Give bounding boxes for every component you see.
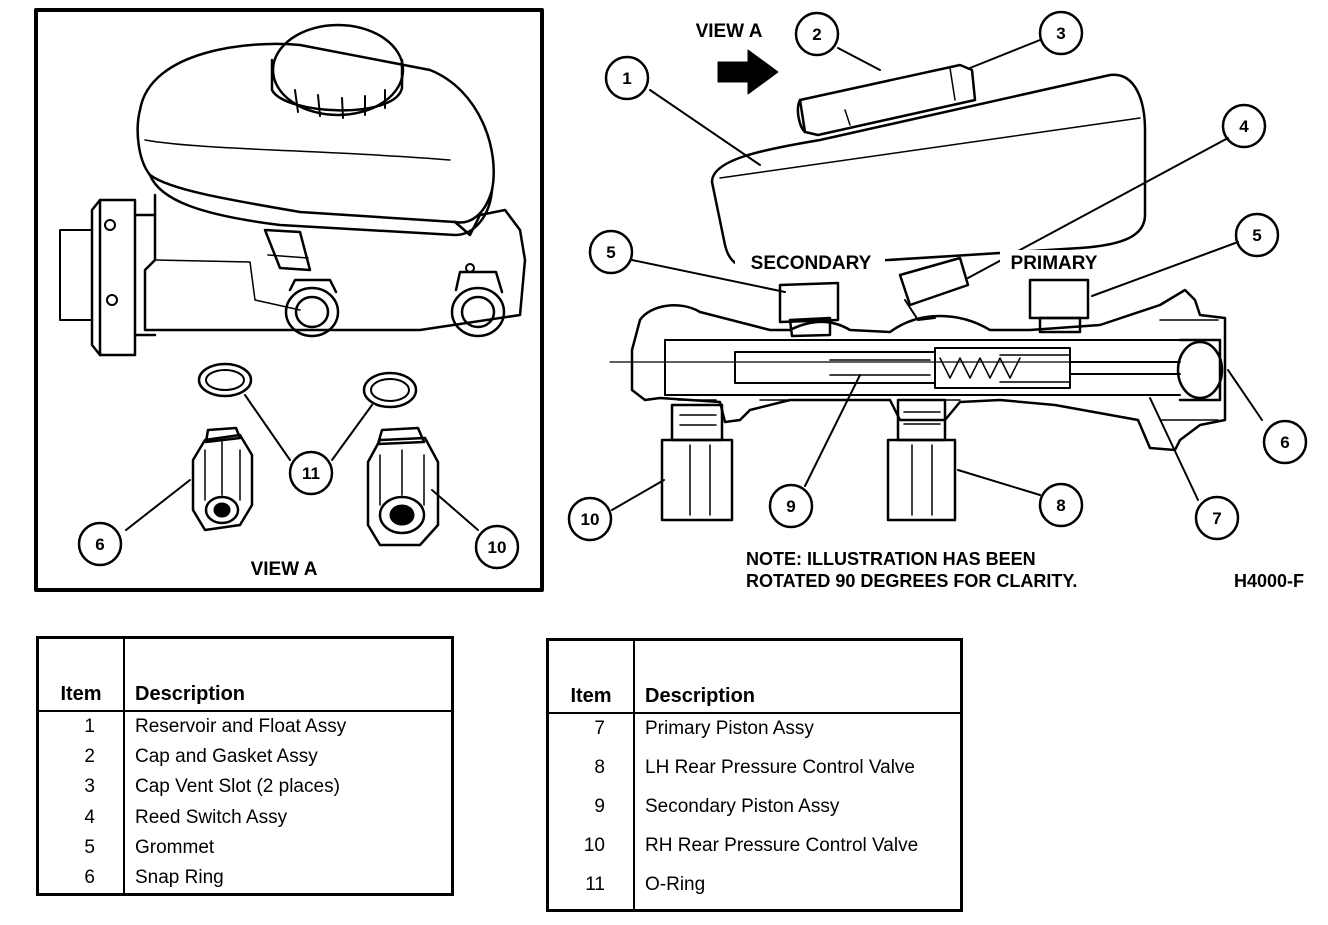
legend-row: 6 Snap Ring [39,862,451,893]
callout-6-view-a [77,521,123,567]
lh-rear-pressure-control-valve [886,398,957,522]
sectioned-reservoir [710,63,1147,270]
callout-10-number: 10 [581,510,600,529]
callout-2 [794,11,840,57]
callout-8 [1038,482,1084,528]
view-a-fitting-right [366,426,440,547]
legend-table-right: Item Description 7 Primary Piston Assy 8 LH… [546,638,963,912]
legend-item-number: 2 [39,742,125,773]
callout-10-view-a-number: 10 [488,538,507,557]
legend-item-number: 7 [549,713,635,754]
legend-item-description: O-Ring [645,874,706,896]
callout-1-number: 1 [622,69,631,88]
rh-rear-pressure-control-valve [660,399,734,522]
legend-right-header-description: Description [634,641,960,714]
legend-item-number: 9 [549,792,635,832]
callout-1 [604,55,650,101]
view-a-master-cylinder [59,23,527,357]
legend-item-description: Snap Ring [135,866,224,888]
o-ring-left [197,362,253,398]
legend-item-description: Primary Piston Assy [645,718,814,739]
callout-4-number: 4 [1239,117,1249,136]
view-a-arrow [717,49,779,95]
callout-5-secondary [588,229,634,275]
callout-4 [1221,103,1267,149]
legend-item-description: Reed Switch Assy [135,806,288,828]
legend-item-number: 1 [39,711,125,743]
legend-item-number: 4 [39,802,125,833]
callout-2-number: 2 [812,25,821,44]
callout-10 [567,496,613,542]
legend-item-number: 10 [549,831,635,871]
legend-item-description: Grommet [135,836,215,858]
legend-item-number: 5 [39,832,125,863]
legend-row: 2 Cap and Gasket Assy [39,742,451,773]
legend-item-number: 3 [39,772,125,803]
callout-6-number: 6 [1280,433,1289,452]
legend-left-header-item: Item [39,639,125,712]
secondary-label: SECONDARY [751,253,872,274]
callout-7-number: 7 [1212,509,1221,528]
legend-item-description: Cap and Gasket Assy [135,746,318,768]
callout-11-number: 11 [302,464,320,483]
legend-item-number: 6 [39,862,125,893]
legend-item-description: Secondary Piston Assy [645,796,840,818]
legend-row: 4 Reed Switch Assy [39,802,451,833]
callout-5-primary-number: 5 [1252,226,1261,245]
o-ring-right [362,371,418,409]
legend-row: 5 Grommet [39,832,451,863]
grommet-secondary [778,281,840,338]
view-a-caption: VIEW A [251,559,318,580]
callout-8-number: 8 [1056,496,1065,515]
callout-11 [288,450,334,496]
primary-label: PRIMARY [1011,253,1098,274]
legend-left-header-description: Description [124,639,451,712]
legend-row: 7 Primary Piston Assy [549,713,960,754]
legend-right-header-item: Item [549,641,635,714]
callout-10-view-a [474,524,520,570]
legend-row: 9 Secondary Piston Assy [549,792,960,832]
view-a-leaders [125,394,479,531]
callout-5-primary [1234,212,1280,258]
legend-item-description: Reservoir and Float Assy [135,716,347,737]
legend-item-number: 8 [549,753,635,793]
legend-right-body: 7 Primary Piston Assy 8 LH Rear Pressure Co… [549,713,960,909]
legend-row: 10 RH Rear Pressure Control Valve [549,831,960,871]
callout-3-number: 3 [1056,24,1065,43]
legend-item-number: 11 [549,870,635,909]
master-cylinder-housing [609,288,1227,452]
callout-6 [1262,419,1308,465]
legend-row: 3 Cap Vent Slot (2 places) [39,772,451,803]
grommet-primary [1028,278,1090,334]
note-line-2: ROTATED 90 DEGREES FOR CLARITY. [746,571,1077,591]
callout-3 [1038,10,1084,56]
legend-item-description: LH Rear Pressure Control Valve [645,757,915,779]
figure-code: H4000-F [1234,571,1304,591]
note-line-1: NOTE: ILLUSTRATION HAS BEEN [746,549,1036,569]
legend-row: 8 LH Rear Pressure Control Valve [549,753,960,793]
callout-7 [1194,495,1240,541]
view-a-frame [34,8,544,592]
callout-5-secondary-number: 5 [606,243,615,262]
legend-item-description: RH Rear Pressure Control Valve [645,835,919,857]
legend-row: 1 Reservoir and Float Assy [39,711,451,743]
sectioned-reed-switch [898,256,970,321]
callout-9 [768,483,814,529]
legend-left-body: 1 Reservoir and Float Assy 2 Cap and Gasket… [39,711,451,893]
view-a-fitting-left [191,426,254,532]
legend-item-description: Cap Vent Slot (2 places) [135,776,340,798]
view-a-pointer-label: VIEW A [696,21,763,42]
callout-9-number: 9 [786,497,795,516]
callout-6-view-a-number: 6 [95,535,104,554]
legend-row: 11 O-Ring [549,870,960,909]
legend-table-left: Item Description 1 Reservoir and Float As… [36,636,454,896]
